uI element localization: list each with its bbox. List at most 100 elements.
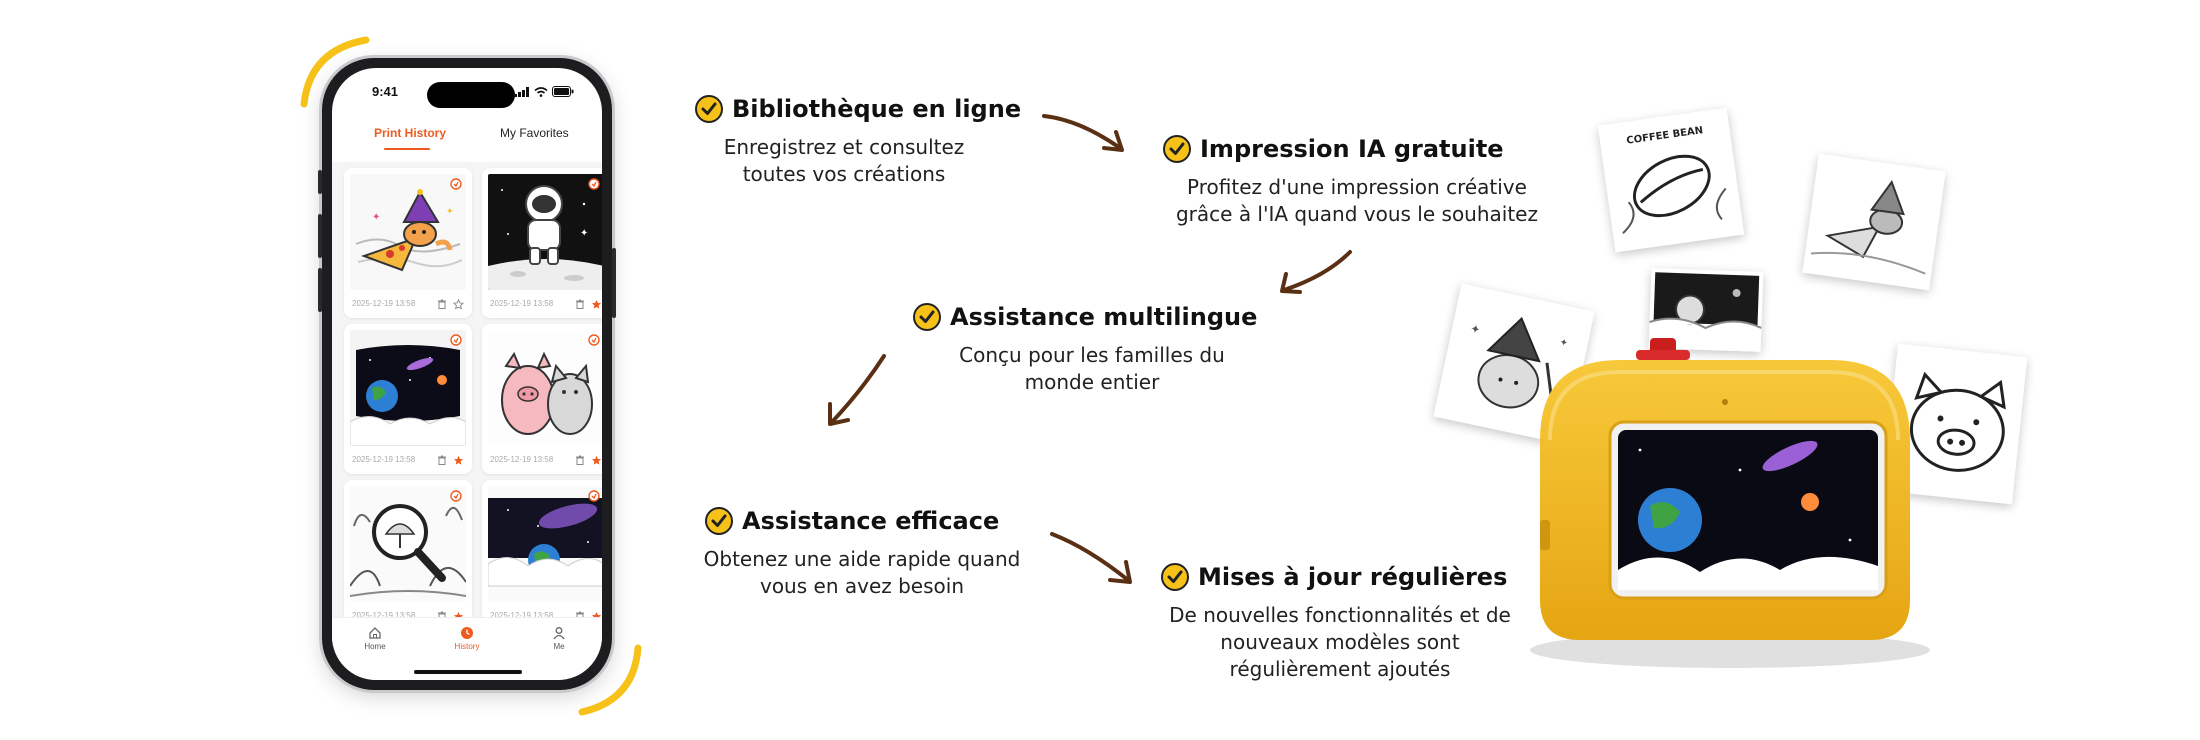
svg-text:✦: ✦ <box>1469 321 1482 337</box>
feature-title: Mises à jour régulières <box>1198 563 1508 591</box>
clock-icon <box>461 627 473 639</box>
wifi-icon <box>534 86 548 97</box>
feature-online-library: Bibliothèque en ligne Enregistrez et con… <box>694 94 1034 188</box>
ai-badge-icon <box>450 490 462 502</box>
card-thumbnail-astronaut[interactable]: ✦ <box>488 174 602 290</box>
feature-multilingual-support: Assistance multilingue Conçu pour les fa… <box>912 302 1272 396</box>
nav-me-label: Me <box>553 642 565 651</box>
feature-desc-line: Obtenez une aide rapide quand <box>703 547 1021 571</box>
arrow-left-down-icon <box>1280 250 1352 294</box>
check-badge-icon <box>1163 135 1191 163</box>
feature-efficient-support: Assistance efficace Obtenez une aide rap… <box>704 506 1044 600</box>
star-filled-icon[interactable] <box>453 455 464 466</box>
history-card[interactable]: 2025-12-19 13:58 <box>344 480 472 630</box>
arrow-right-down-icon <box>1042 114 1124 152</box>
ai-badge-icon <box>588 334 600 346</box>
feature-desc-line: Profitez d'une impression créative <box>1187 175 1527 199</box>
user-icon <box>553 627 565 640</box>
nav-me[interactable]: Me <box>534 626 584 651</box>
card-date: 2025-12-19 13:58 <box>352 611 416 620</box>
feature-desc-line: Enregistrez et consultez <box>723 135 965 159</box>
card-thumbnail-pig-cat[interactable] <box>488 330 602 446</box>
feature-desc-line: nouveaux modèles sont <box>1220 630 1460 654</box>
card-thumbnail-galaxy[interactable] <box>488 486 602 602</box>
battery-icon <box>552 86 574 97</box>
tab-my-favorites[interactable]: My Favorites <box>500 126 569 140</box>
printed-paper-wizard-cat <box>1802 153 1946 291</box>
delete-icon[interactable] <box>575 299 585 309</box>
star-filled-icon[interactable] <box>591 455 602 466</box>
home-icon <box>369 627 381 639</box>
arrow-right-down-icon <box>1050 532 1132 584</box>
history-card[interactable]: ✦ 2025-12-19 13:58 <box>482 168 602 318</box>
printer-product-image: COFFEE BEAN ✦ ✦ <box>1430 100 2030 680</box>
phone-volume-down <box>318 268 322 312</box>
delete-icon[interactable] <box>437 299 447 309</box>
card-date: 2025-12-19 13:58 <box>490 299 554 308</box>
delete-icon[interactable] <box>575 455 585 465</box>
status-bar: 9:41 <box>332 82 602 108</box>
svg-text:✦: ✦ <box>580 228 588 239</box>
history-card[interactable]: ✦✦ 2025-12-19 13:58 <box>344 168 472 318</box>
feature-title: Bibliothèque en ligne <box>732 95 1022 123</box>
feature-desc-line: vous en avez besoin <box>759 574 964 598</box>
active-tab-indicator <box>384 148 430 150</box>
ai-badge-icon <box>588 490 600 502</box>
nav-history[interactable]: History <box>442 626 492 651</box>
nav-home-label: Home <box>364 642 386 651</box>
check-badge-icon <box>695 95 723 123</box>
nav-home[interactable]: Home <box>350 626 400 651</box>
delete-icon[interactable] <box>437 455 447 465</box>
card-date: 2025-12-19 13:58 <box>490 455 554 464</box>
phone-mockup: 9:41 Print History <box>318 58 616 690</box>
feature-title: Assistance efficace <box>742 507 1000 535</box>
card-date: 2025-12-19 13:58 <box>490 611 554 620</box>
ai-badge-icon <box>450 334 462 346</box>
card-date: 2025-12-19 13:58 <box>352 299 416 308</box>
svg-text:✦: ✦ <box>1558 337 1568 350</box>
status-time: 9:41 <box>372 84 399 99</box>
decorative-arc-bottom <box>578 644 642 716</box>
ai-badge-icon <box>450 178 462 190</box>
feature-desc-line: De nouvelles fonctionnalités et de <box>1169 603 1511 627</box>
ai-badge-icon <box>588 178 600 190</box>
check-badge-icon <box>913 303 941 331</box>
history-card[interactable]: 2025-12-19 13:58 <box>482 480 602 630</box>
feature-desc-line: régulièrement ajoutés <box>1229 657 1451 681</box>
card-thumbnail-magnifier[interactable] <box>350 486 466 602</box>
history-tabs: Print History My Favorites <box>332 126 602 156</box>
card-thumbnail-pizza-cat[interactable]: ✦✦ <box>350 174 466 290</box>
phone-screen: 9:41 Print History <box>332 68 602 680</box>
check-badge-icon <box>705 507 733 535</box>
feature-regular-updates: Mises à jour régulières De nouvelles fon… <box>1160 562 1520 683</box>
tab-print-history[interactable]: Print History <box>374 126 447 140</box>
printed-paper-pig <box>1882 343 2028 505</box>
feature-desc-line: monde entier <box>1024 370 1160 394</box>
feature-free-ai-printing: Impression IA gratuite Profitez d'une im… <box>1162 134 1552 228</box>
star-outline-icon[interactable] <box>453 299 464 310</box>
printed-paper-coffee-bean: COFFEE BEAN <box>1597 107 1745 253</box>
card-date: 2025-12-19 13:58 <box>352 455 416 464</box>
dynamic-island <box>427 82 515 108</box>
home-indicator <box>414 670 522 674</box>
phone-volume-up <box>318 214 322 258</box>
nav-history-label: History <box>454 642 480 651</box>
feature-title: Impression IA gratuite <box>1200 135 1504 163</box>
feature-desc-line: grâce à l'IA quand vous le souhaitez <box>1175 202 1538 226</box>
history-card[interactable]: 2025-12-19 13:58 <box>482 324 602 474</box>
feature-title: Assistance multilingue <box>950 303 1258 331</box>
printer-body <box>1530 338 1930 668</box>
decorative-arc-top <box>300 36 370 108</box>
bottom-navigation: Home History Me <box>332 617 602 680</box>
card-thumbnail-earth-space[interactable] <box>350 330 466 446</box>
signal-icon <box>514 86 529 97</box>
star-filled-icon[interactable] <box>591 299 602 310</box>
arrow-down-left-icon <box>828 354 886 426</box>
history-card[interactable]: 2025-12-19 13:58 <box>344 324 472 474</box>
svg-text:✦: ✦ <box>372 212 380 223</box>
paper-label: COFFEE BEAN <box>1626 125 1704 147</box>
printing-paper-output <box>1648 268 1764 352</box>
check-badge-icon <box>1161 563 1189 591</box>
feature-desc-line: toutes vos créations <box>742 162 946 186</box>
feature-desc-line: Conçu pour les familles du <box>959 343 1225 367</box>
